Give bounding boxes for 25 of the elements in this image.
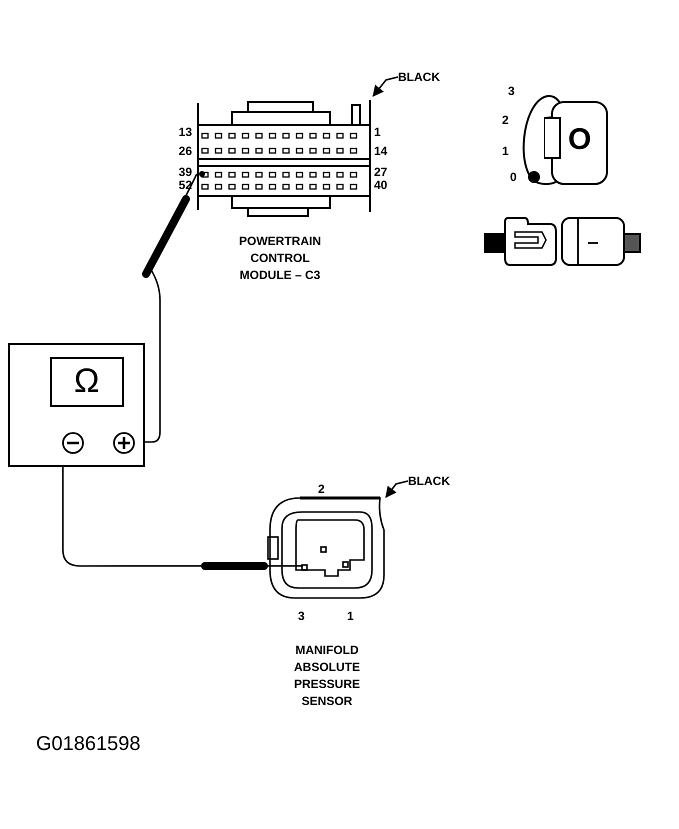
component-name: POWERTRAIN CONTROL MODULE – C3 — [238, 233, 322, 284]
leader-line — [385, 480, 408, 498]
key-position-number: 0 — [510, 170, 517, 184]
pin-number: 27 — [374, 165, 388, 179]
pin-number: 3 — [298, 609, 305, 623]
wire-color-label: BLACK — [408, 474, 450, 488]
leader-line — [372, 76, 398, 97]
pin-number: 40 — [374, 178, 388, 192]
ohm-symbol: Ω — [74, 362, 100, 400]
pin-number: 13 — [178, 125, 192, 139]
pin-number: 1 — [374, 125, 381, 139]
pin-number: 39 — [178, 165, 192, 179]
component-name: MANIFOLD ABSOLUTE PRESSURE SENSOR — [292, 642, 362, 710]
key-position-number: 3 — [508, 84, 515, 98]
key-position-number: 1 — [502, 144, 509, 158]
wire-color-label: BLACK — [398, 70, 440, 84]
multimeter — [8, 343, 145, 467]
key-position-number: 2 — [502, 113, 509, 127]
pin-number: 14 — [374, 144, 388, 158]
pin-number: 2 — [318, 482, 325, 496]
pin-number: 1 — [347, 609, 354, 623]
figure-number: G01861598 — [36, 733, 141, 755]
pin-number: 52 — [178, 178, 192, 192]
key-marking: O — [568, 124, 592, 156]
pin-number: 26 — [178, 144, 192, 158]
